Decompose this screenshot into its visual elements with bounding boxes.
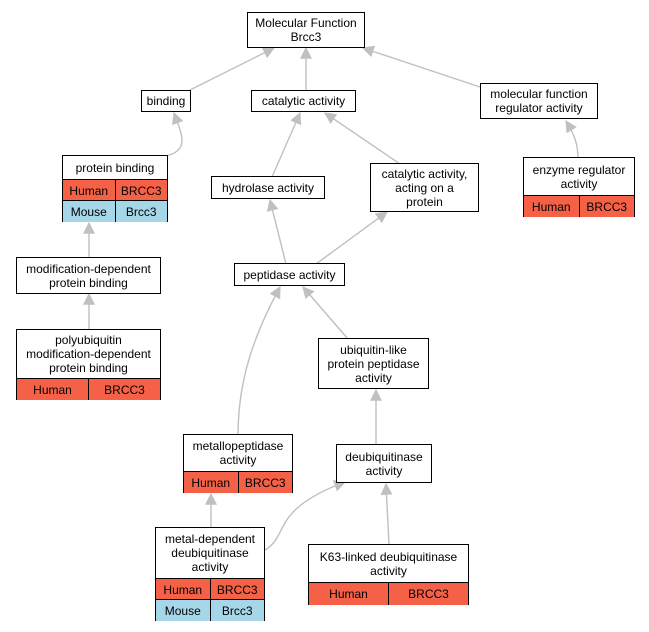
node-modification-dependent-protein-binding[interactable]: modification-dependent protein binding bbox=[16, 257, 161, 294]
species-cell: Human bbox=[309, 583, 388, 605]
node-ubiquitin-like-protein-peptidase-activity[interactable]: ubiquitin-like protein peptidase activit… bbox=[318, 338, 429, 389]
annotation-row-human: Human BRCC3 bbox=[17, 378, 160, 400]
gene-cell: BRCC3 bbox=[88, 379, 160, 400]
annotation-row-human: Human BRCC3 bbox=[524, 195, 634, 217]
node-label: catalytic activity bbox=[261, 94, 346, 108]
annotation-row-human: Human BRCC3 bbox=[63, 179, 167, 201]
gene-cell: BRCC3 bbox=[388, 583, 468, 605]
node-protein-binding[interactable]: protein binding Human BRCC3 Mouse Brcc3 bbox=[62, 155, 168, 222]
node-label: Molecular Function Brcc3 bbox=[255, 16, 357, 44]
annotation-row-human: Human BRCC3 bbox=[309, 582, 468, 605]
species-cell: Human bbox=[17, 379, 88, 400]
annotation-row-human: Human BRCC3 bbox=[156, 578, 264, 600]
node-label: molecular function regulator activity bbox=[490, 87, 588, 115]
edge-metallo-to-peptidase bbox=[237, 285, 281, 436]
node-binding[interactable]: binding bbox=[141, 90, 191, 112]
species-cell: Mouse bbox=[63, 201, 115, 222]
edge-hydrolase-to-catalytic bbox=[271, 111, 302, 178]
node-label: peptidase activity bbox=[243, 267, 336, 282]
node-metallopeptidase-activity[interactable]: metallopeptidase activity Human BRCC3 bbox=[183, 434, 293, 493]
annotation-row-human: Human BRCC3 bbox=[184, 471, 292, 493]
gene-cell: BRCC3 bbox=[578, 196, 634, 217]
node-molecular-function-root[interactable]: Molecular Function Brcc3 bbox=[247, 12, 365, 48]
gene-cell: Brcc3 bbox=[114, 201, 167, 222]
gene-cell: BRCC3 bbox=[209, 579, 264, 600]
node-catalytic-activity[interactable]: catalytic activity bbox=[251, 90, 356, 112]
species-cell: Human bbox=[524, 196, 579, 217]
node-label: catalytic activity, acting on a protein bbox=[381, 166, 468, 209]
node-metal-dependent-deubiquitinase-activity[interactable]: metal-dependent deubiquitinase activity … bbox=[155, 527, 265, 621]
node-label: metallopeptidase activity bbox=[192, 439, 284, 467]
node-enzyme-regulator-activity[interactable]: enzyme regulator activity Human BRCC3 bbox=[523, 157, 635, 217]
node-deubiquitinase-activity[interactable]: deubiquitinase activity bbox=[336, 444, 432, 483]
node-hydrolase-activity[interactable]: hydrolase activity bbox=[211, 176, 325, 199]
edge-peptidase-to-hydrolase bbox=[266, 198, 287, 265]
node-molecular-function-regulator-activity[interactable]: molecular function regulator activity bbox=[480, 83, 598, 119]
edge-protbind-to-binding bbox=[165, 111, 184, 157]
node-label: ubiquitin-like protein peptidase activit… bbox=[327, 342, 420, 385]
node-label: metal-dependent deubiquitinase activity bbox=[164, 532, 256, 574]
species-cell: Human bbox=[63, 180, 115, 201]
node-polyubiquitin-modification-dependent-protein-binding[interactable]: polyubiquitin modification-dependent pro… bbox=[16, 329, 161, 400]
edge-peptidase-to-catprot bbox=[315, 211, 388, 265]
node-catalytic-activity-acting-on-a-protein[interactable]: catalytic activity, acting on a protein bbox=[370, 163, 479, 212]
node-peptidase-activity[interactable]: peptidase activity bbox=[234, 263, 345, 286]
node-k63-linked-deubiquitinase-activity[interactable]: K63-linked deubiquitinase activity Human… bbox=[308, 544, 469, 605]
node-label: hydrolase activity bbox=[221, 180, 315, 195]
gene-cell: Brcc3 bbox=[209, 600, 264, 621]
gene-cell: BRCC3 bbox=[237, 472, 292, 493]
edge-metaldeub-to-deubiq bbox=[264, 480, 347, 551]
species-cell: Mouse bbox=[156, 600, 210, 621]
edge-binding-to-root bbox=[187, 47, 276, 92]
edge-catprot-to-catalytic bbox=[324, 112, 401, 165]
node-label: enzyme regulator activity bbox=[532, 162, 626, 191]
node-label: K63-linked deubiquitinase activity bbox=[319, 549, 458, 578]
node-label: modification-dependent protein binding bbox=[26, 261, 151, 290]
species-cell: Human bbox=[156, 579, 210, 600]
edge-k63-to-deubiq bbox=[380, 482, 393, 546]
species-cell: Human bbox=[184, 472, 238, 493]
node-label: polyubiquitin modification-dependent pro… bbox=[26, 333, 151, 375]
annotation-row-mouse: Mouse Brcc3 bbox=[63, 200, 167, 222]
node-label: binding bbox=[146, 94, 186, 108]
edge-mfreg-to-root bbox=[361, 45, 484, 89]
annotation-row-mouse: Mouse Brcc3 bbox=[156, 599, 264, 621]
edge-ublpep-to-peptidase bbox=[302, 286, 349, 340]
edge-enzreg-to-mfreg bbox=[565, 119, 579, 159]
gene-cell: BRCC3 bbox=[114, 180, 167, 201]
node-label: deubiquitinase activity bbox=[345, 449, 423, 478]
node-label: protein binding bbox=[75, 160, 155, 175]
